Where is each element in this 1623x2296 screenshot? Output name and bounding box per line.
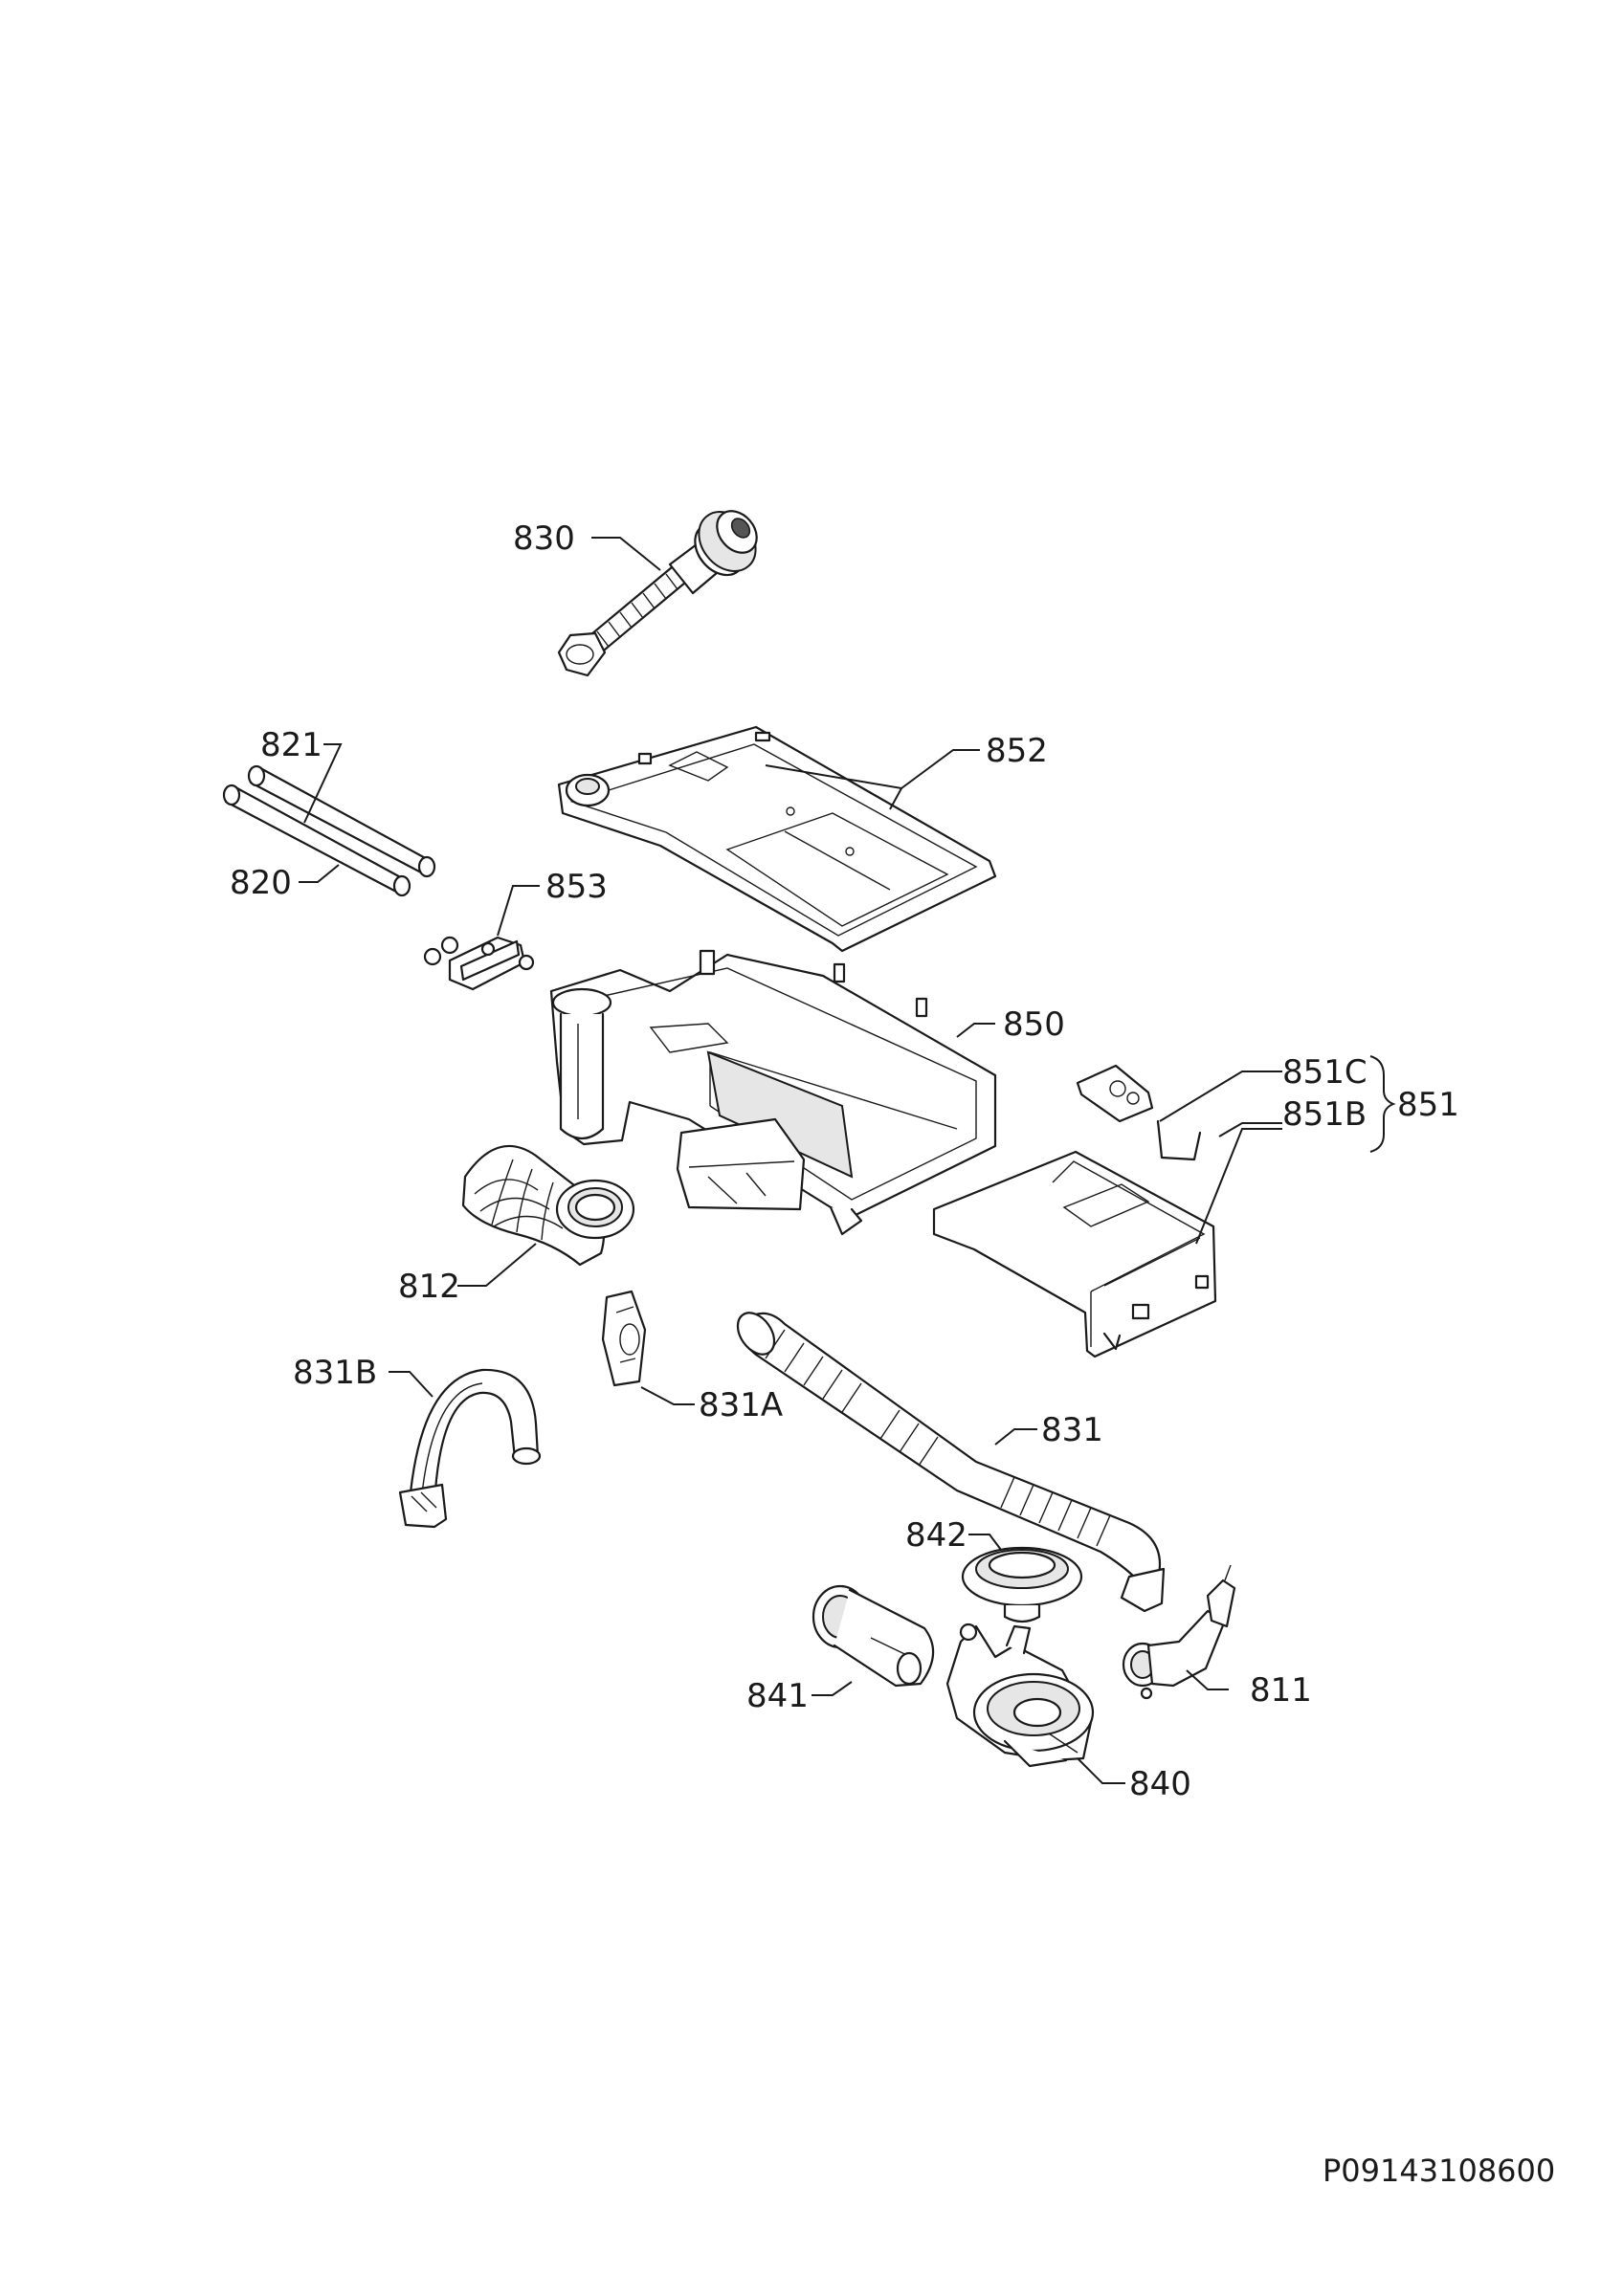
label-812: 812 (398, 1268, 460, 1306)
label-840: 840 (1129, 1765, 1191, 1803)
callout-812: 812 (398, 1243, 537, 1306)
part-831B-hose-guide[interactable] (398, 1368, 542, 1529)
label-851B: 851B (1282, 1095, 1367, 1134)
label-831: 831 (1041, 1411, 1103, 1449)
label-831B: 831B (293, 1354, 377, 1392)
part-840-pump-housing[interactable] (945, 1623, 1095, 1768)
label-830: 830 (513, 519, 575, 558)
callout-840: 840 (1077, 1757, 1191, 1803)
label-851: 851 (1397, 1086, 1459, 1124)
callout-821: 821 (260, 726, 343, 824)
part-831A-clip[interactable] (601, 1290, 647, 1387)
callout-820: 820 (230, 864, 340, 902)
label-820: 820 (230, 864, 292, 902)
callout-851: 851C 851B 851 (1159, 1053, 1459, 1245)
label-851C: 851C (1282, 1053, 1367, 1092)
part-821-pipe[interactable] (247, 764, 436, 878)
label-853: 853 (545, 868, 608, 906)
callout-850: 850 (956, 1005, 1065, 1044)
callout-842: 842 (905, 1516, 1002, 1555)
part-812-bellows[interactable] (461, 1144, 635, 1267)
part-850-dispenser-housing[interactable] (549, 949, 997, 1236)
part-852-cover[interactable] (557, 725, 997, 953)
label-831A: 831A (699, 1386, 783, 1424)
label-821: 821 (260, 726, 322, 764)
label-850: 850 (1003, 1005, 1065, 1044)
part-851C-lid[interactable] (1076, 1064, 1154, 1123)
callout-811: 811 (1186, 1669, 1312, 1710)
label-841: 841 (746, 1677, 809, 1715)
label-852: 852 (986, 732, 1048, 770)
part-853-bracket[interactable] (423, 936, 535, 991)
callout-830: 830 (513, 519, 661, 571)
part-811-elbow[interactable] (1122, 1564, 1236, 1700)
part-830-inlet-hose[interactable] (557, 500, 767, 677)
callout-852: 852 (765, 732, 1048, 810)
callout-853: 853 (497, 868, 608, 937)
label-842: 842 (905, 1516, 967, 1555)
part-831-drain-hose[interactable] (730, 1306, 1166, 1613)
part-851B-clip[interactable] (1156, 1119, 1202, 1161)
callout-831B: 831B (293, 1354, 434, 1398)
callout-841: 841 (746, 1677, 853, 1715)
part-841-filter[interactable] (812, 1584, 935, 1688)
callout-831A: 831A (640, 1386, 783, 1424)
part-842-filter-cap[interactable] (961, 1546, 1083, 1623)
callout-831: 831 (994, 1411, 1103, 1449)
part-851-detergent-drawer[interactable] (932, 1150, 1217, 1358)
drawing-code: P09143108600 (1323, 2152, 1555, 2189)
label-811: 811 (1250, 1671, 1312, 1710)
part-820-pipe[interactable] (222, 784, 411, 897)
